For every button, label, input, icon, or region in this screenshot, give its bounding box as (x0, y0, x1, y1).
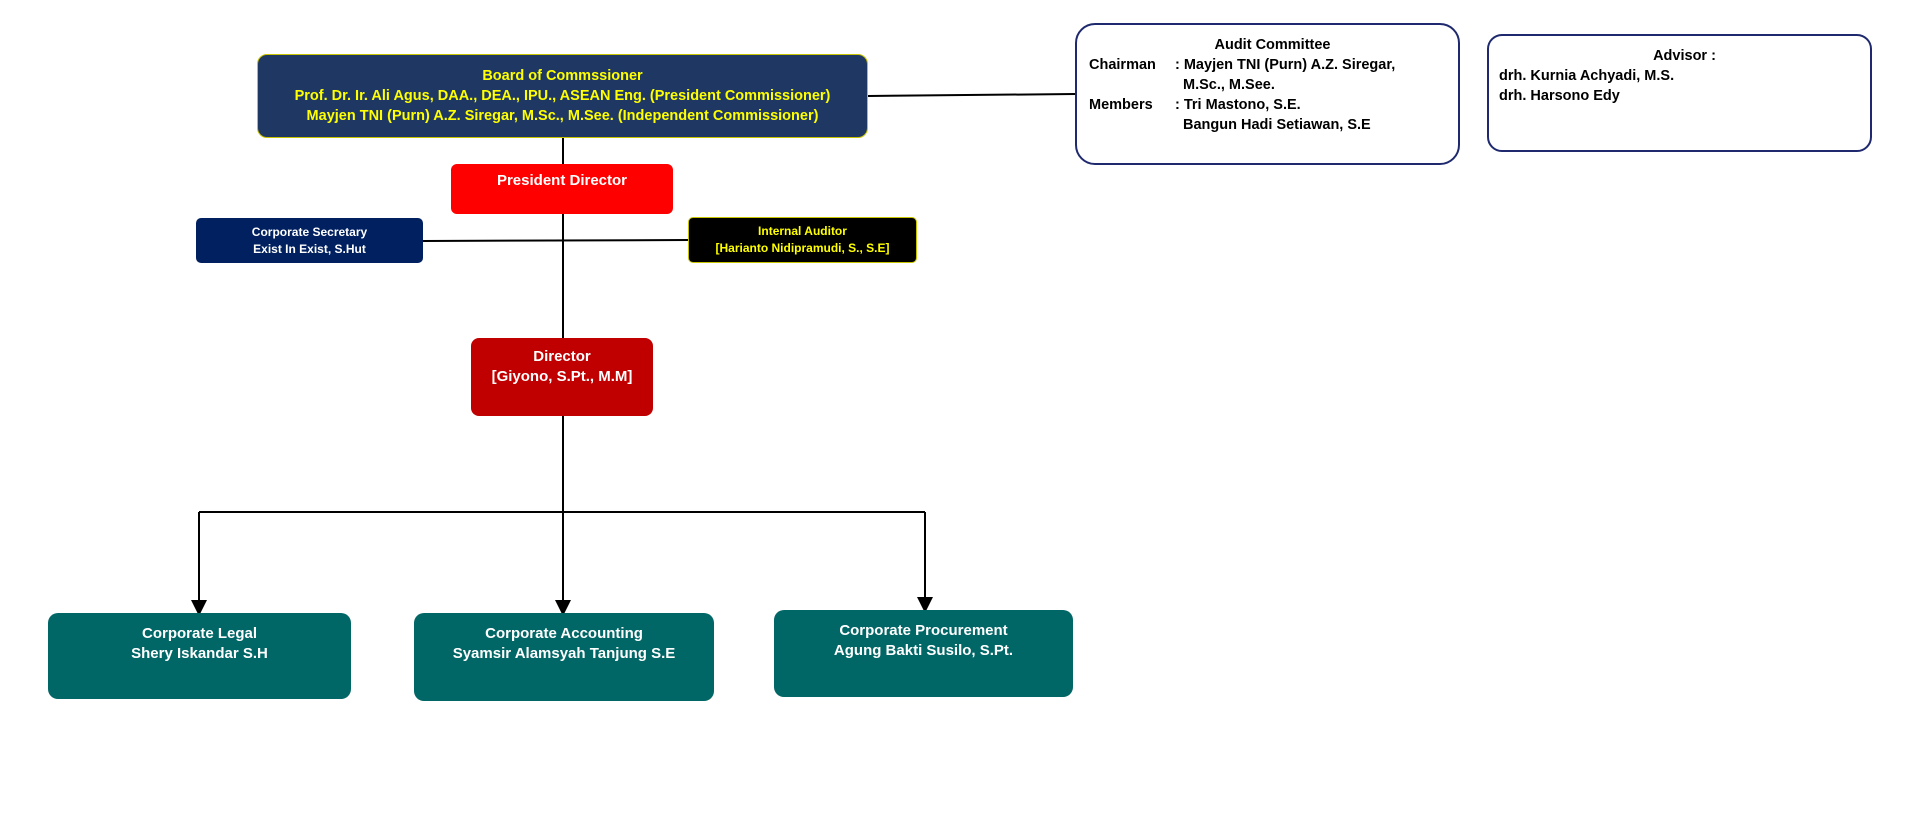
corporate-accounting-title: Corporate Accounting (485, 625, 643, 642)
corporate-procurement-box: Corporate Procurement Agung Bakti Susilo… (774, 610, 1073, 697)
director-name: [Giyono, S.Pt., M.M] (491, 368, 633, 385)
internal-auditor-box: Internal Auditor [Harianto Nidipramudi, … (688, 217, 917, 263)
advisor-box: Advisor : drh. Kurnia Achyadi, M.S. drh.… (1487, 34, 1872, 152)
board-title: Board of Commssioner (482, 68, 643, 84)
audit-member-1: : Tri Mastono, S.E. (1175, 97, 1301, 113)
board-to-audit-line (867, 93, 1076, 97)
internal-auditor-title: Internal Auditor (758, 224, 847, 238)
corporate-legal-name: Shery Iskandar S.H (131, 645, 268, 662)
board-of-commissioner-box: Board of Commssioner Prof. Dr. Ir. Ali A… (257, 54, 868, 138)
board-president-commissioner: Prof. Dr. Ir. Ali Agus, DAA., DEA., IPU.… (294, 88, 831, 104)
corporate-legal-box: Corporate Legal Shery Iskandar S.H (48, 613, 351, 699)
advisor-name-1: drh. Kurnia Achyadi, M.S. (1499, 68, 1675, 84)
corporate-legal-title: Corporate Legal (141, 625, 258, 642)
corporate-secretary-box: Corporate Secretary Exist In Exist, S.Hu… (196, 218, 423, 263)
audit-chairman-degree: M.Sc., M.See. (1183, 77, 1275, 93)
board-independent-commissioner: Mayjen TNI (Purn) A.Z. Siregar, M.Sc., M… (306, 108, 819, 124)
corporate-secretary-title: Corporate Secretary (251, 224, 368, 239)
president-director-title: President Director (496, 172, 628, 189)
president-director-box: President Director (451, 164, 673, 214)
advisor-name-2: drh. Harsono Edy (1499, 88, 1620, 104)
corporate-accounting-name: Syamsir Alamsyah Tanjung S.E (452, 645, 676, 662)
audit-chairman-name: : Mayjen TNI (Purn) A.Z. Siregar, (1175, 57, 1396, 73)
corporate-secretary-name: Exist In Exist, S.Hut (253, 241, 366, 256)
audit-committee-title: Audit Committee (1214, 37, 1331, 53)
internal-auditor-name: [Harianto Nidipramudi, S., S.E] (715, 241, 890, 255)
audit-members-label: Members (1089, 97, 1153, 113)
staff-horizontal-line (422, 239, 689, 242)
audit-member-2: Bangun Hadi Setiawan, S.E (1183, 117, 1371, 133)
audit-committee-box: Audit Committee Chairman : Mayjen TNI (P… (1075, 23, 1460, 165)
audit-chairman-label: Chairman (1089, 57, 1156, 73)
director-title: Director (533, 348, 591, 365)
director-box: Director [Giyono, S.Pt., M.M] (471, 338, 653, 416)
audit-members-row: Members : Tri Mastono, S.E. Bangun Hadi … (1077, 95, 1458, 135)
advisor-title: Advisor : (1653, 48, 1716, 64)
corporate-accounting-box: Corporate Accounting Syamsir Alamsyah Ta… (414, 613, 714, 701)
audit-chairman-row: Chairman : Mayjen TNI (Purn) A.Z. Sirega… (1077, 55, 1458, 95)
corporate-procurement-name: Agung Bakti Susilo, S.Pt. (833, 642, 1014, 659)
corporate-procurement-title: Corporate Procurement (839, 622, 1008, 639)
